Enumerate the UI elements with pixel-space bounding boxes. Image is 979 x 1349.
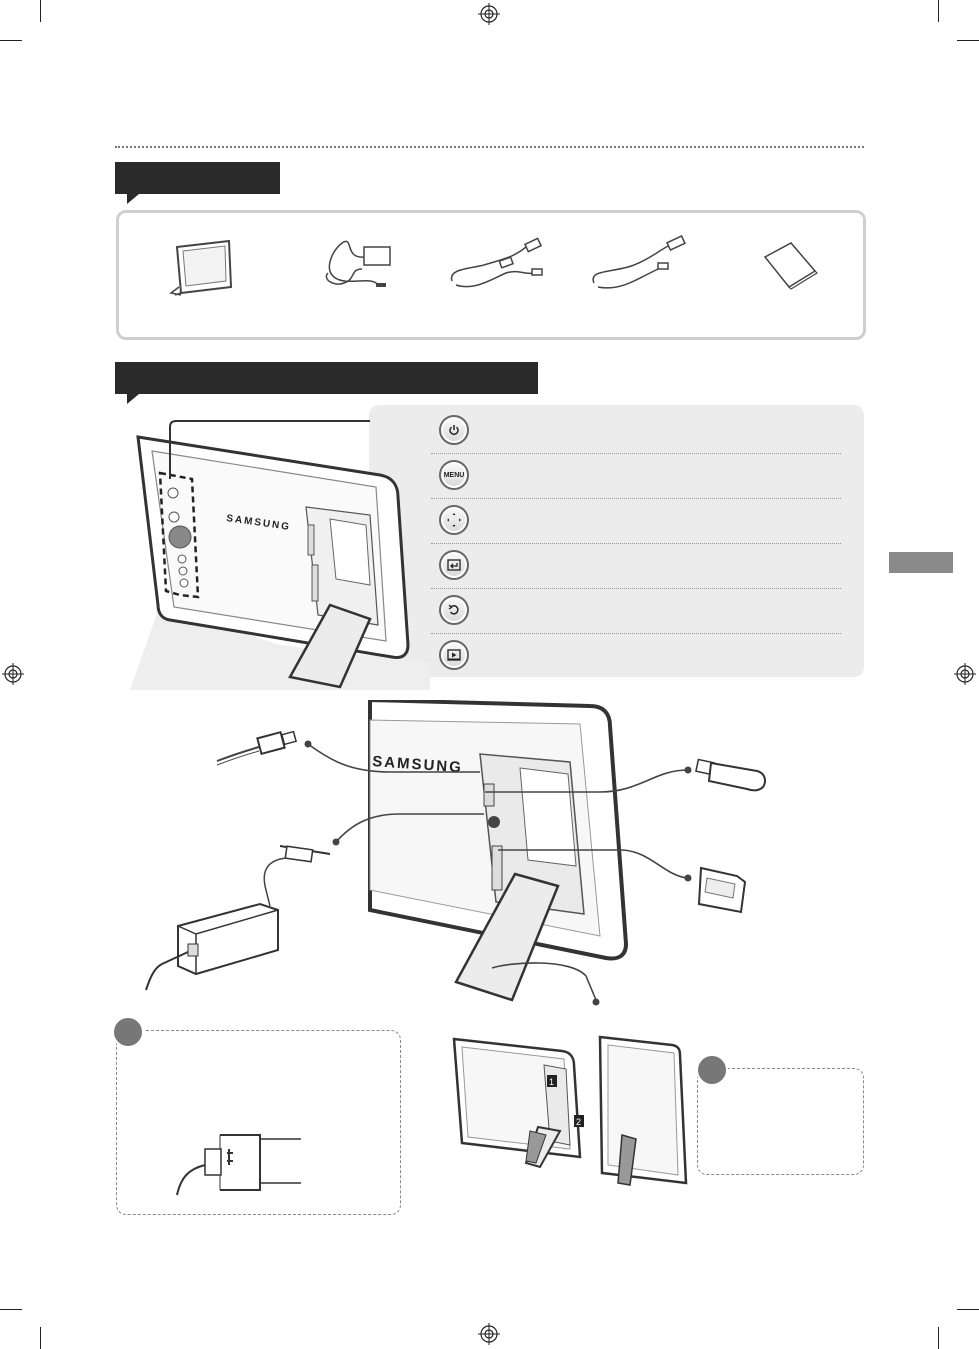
button-row-power [431,409,841,454]
power-icon [439,415,469,445]
registration-mark-icon [478,1323,500,1345]
button-panel: MENU [369,405,864,677]
button-row-menu: MENU [431,454,841,499]
crop-mark [40,0,41,22]
frame-rear-view: SAMSUNG [130,420,430,690]
frame-connections-view: SAMSUNG [304,700,692,1006]
note-badge-icon [112,1016,144,1048]
usb-cable-mini-icon [450,237,543,288]
usb-cable-icon [216,730,298,766]
section-header-layout [115,362,538,404]
slideshow-icon [439,640,469,670]
registration-mark-icon [478,3,500,25]
power-plug-detail-icon [176,1134,301,1196]
step-marker-2: 2 [576,1117,581,1127]
menu-button-icon: MENU [439,460,469,490]
menu-button-label: MENU [443,471,465,479]
power-adapter-icon [325,240,391,287]
button-row-navigation [431,499,841,544]
button-row-slideshow [431,634,841,678]
chapter-tab [889,552,953,573]
section-header-components [115,162,280,204]
usb-flash-drive-icon [695,758,766,792]
photo-frame-icon [169,239,233,296]
crop-mark [0,40,22,41]
usb-cable-icon [592,234,686,289]
crop-mark [0,1309,22,1310]
registration-mark-icon [2,663,24,685]
crop-mark [40,1327,41,1349]
button-row-back [431,589,841,634]
registration-mark-icon [954,663,976,685]
sd-card-icon [697,866,747,914]
crop-mark [957,1309,979,1310]
manual-icon [763,242,818,290]
navigation-pad-icon [439,505,469,535]
back-icon [439,595,469,625]
crop-mark [938,1327,939,1349]
button-row-enter [431,544,841,589]
brand-logo-large: SAMSUNG [372,753,464,776]
components-box [116,210,866,340]
crop-mark [938,0,939,22]
dotted-divider [115,146,864,148]
step-marker-1: 1 [549,1077,554,1087]
stand-attach-illustration: 1 2 [452,1035,688,1186]
crop-mark [957,40,979,41]
enter-icon [439,550,469,580]
note-badge-icon [696,1054,728,1086]
power-adapter-icon [145,845,331,991]
note-box-power [116,1030,401,1215]
note-box-stand [697,1068,864,1175]
